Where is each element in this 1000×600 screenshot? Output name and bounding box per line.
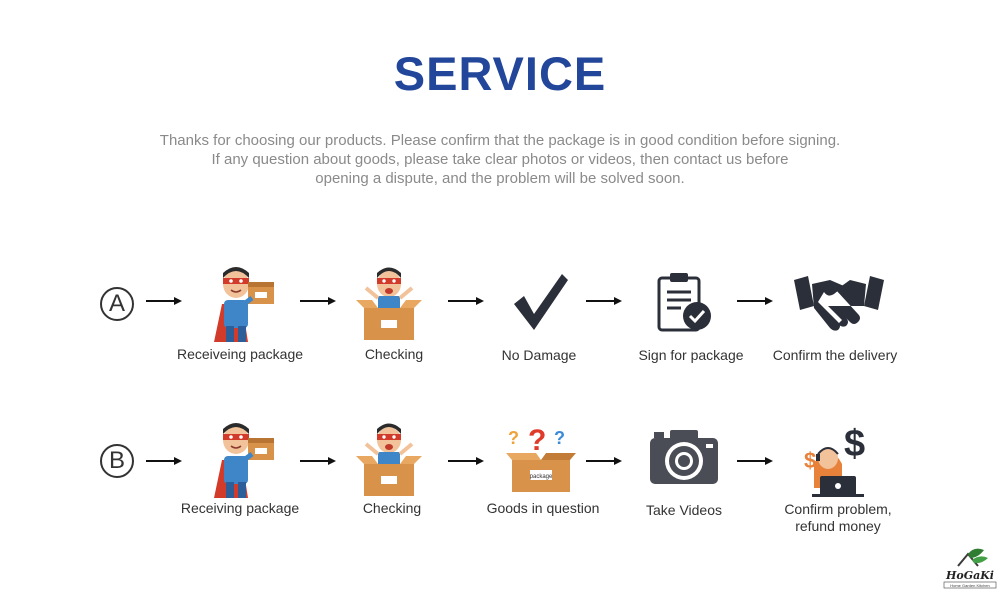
hero-in-open-box-icon (356, 267, 422, 340)
step-label: Goods in question (486, 500, 600, 516)
step-label-line-1: Confirm problem, (784, 501, 892, 517)
step-label: Checking (364, 346, 424, 362)
handshake-icon (794, 276, 884, 331)
svg-text:$: $ (844, 423, 865, 465)
svg-text:?: ? (554, 428, 565, 448)
arrow-icon (586, 297, 622, 305)
camera-icon (650, 430, 718, 484)
brand-tagline: Home Garden Kitchen (950, 583, 990, 588)
checkmark-icon (514, 274, 568, 330)
support-agent-refund-icon: $ $ (804, 423, 865, 497)
page-title: SERVICE (393, 47, 607, 100)
brand-logo: HoGaKi Home Garden Kitchen (943, 548, 997, 589)
svg-text:?: ? (508, 428, 519, 448)
svg-text:$: $ (804, 448, 816, 473)
step-label: Confirm the delivery (772, 347, 898, 363)
signed-clipboard-icon (657, 273, 711, 332)
box-with-question-marks-icon: ? ? ? package (506, 424, 576, 492)
arrow-icon (146, 297, 182, 305)
intro-line-1: Thanks for choosing our products. Please… (159, 132, 841, 149)
arrow-icon (300, 457, 336, 465)
row-a-marker: A (100, 287, 134, 321)
superhero-carrying-box-icon (214, 267, 274, 342)
step-label-line-2: refund money (795, 518, 881, 534)
hero-in-open-box-icon (356, 423, 422, 496)
svg-text:?: ? (528, 424, 546, 457)
step-label: Receiving package (180, 500, 300, 516)
step-label: Checking (362, 500, 422, 516)
arrow-icon (146, 457, 182, 465)
step-label: No Damage (501, 347, 577, 363)
intro-line-3: opening a dispute, and the problem will … (315, 170, 685, 187)
arrow-icon (737, 297, 773, 305)
arrow-icon (448, 457, 484, 465)
superhero-carrying-box-icon (214, 423, 274, 498)
arrow-icon (737, 457, 773, 465)
row-b-marker: B (100, 444, 134, 478)
intro-line-2: If any question about goods, please take… (211, 151, 789, 168)
brand-name: HoGaKi (945, 569, 994, 582)
step-label: Take Videos (645, 502, 722, 518)
step-label: Receiveing package (176, 346, 304, 362)
step-label: Sign for package (638, 347, 744, 363)
arrow-icon (300, 297, 336, 305)
arrow-icon (586, 457, 622, 465)
box-label: package (530, 474, 553, 480)
arrow-icon (448, 297, 484, 305)
